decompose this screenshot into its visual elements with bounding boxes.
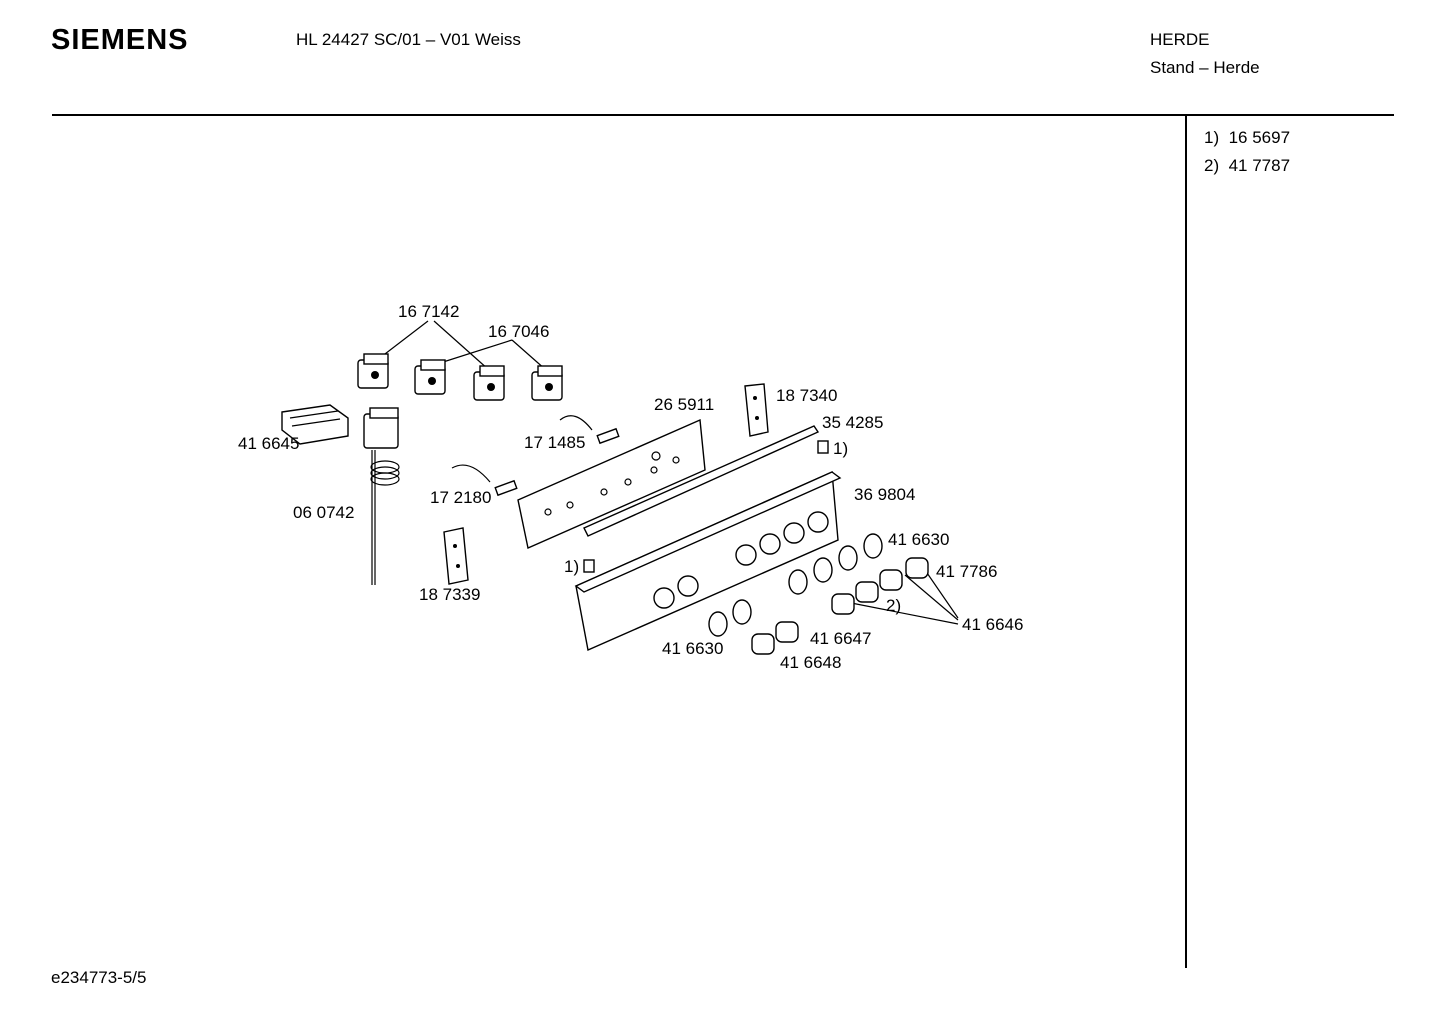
lamp-socket bbox=[559, 415, 620, 445]
part-label: 36 9804 bbox=[854, 485, 915, 504]
sidebar-divider bbox=[1185, 116, 1187, 968]
lamp-socket bbox=[451, 464, 518, 497]
part-label: 16 7142 bbox=[398, 302, 459, 321]
footnote-1: 1) 16 5697 bbox=[1204, 128, 1290, 148]
part-label: 41 7786 bbox=[936, 562, 997, 581]
rotary-switch bbox=[473, 365, 505, 401]
switch-panel bbox=[517, 418, 706, 549]
screw-icon bbox=[583, 559, 595, 573]
footnote-ref: 1) bbox=[833, 439, 848, 458]
part-label: 41 6646 bbox=[962, 615, 1023, 634]
category: HERDE bbox=[1150, 30, 1210, 49]
trim-strip bbox=[583, 425, 820, 537]
subcategory: Stand – Herde bbox=[1150, 58, 1260, 77]
part-label: 41 6648 bbox=[780, 653, 841, 672]
screw-icon bbox=[817, 440, 829, 454]
mounting-bracket bbox=[744, 383, 769, 437]
brand-logo: SIEMENS bbox=[51, 24, 189, 56]
part-label: 16 7046 bbox=[488, 322, 549, 341]
part-label: 41 6645 bbox=[238, 434, 299, 453]
rotary-switch bbox=[531, 365, 563, 401]
part-label: 17 2180 bbox=[430, 488, 491, 507]
footnote-ref: 1) bbox=[564, 557, 579, 576]
control-knob bbox=[751, 557, 929, 655]
rotary-switch bbox=[414, 359, 446, 395]
footnote-marker: 1) bbox=[1204, 128, 1220, 147]
model-title: HL 24427 SC/01 – V01 Weiss bbox=[296, 30, 521, 49]
header-divider bbox=[52, 114, 1394, 116]
part-label: 35 4285 bbox=[822, 413, 883, 432]
control-panel-fascia bbox=[574, 470, 842, 651]
document-id: e234773-5/5 bbox=[51, 968, 147, 987]
knob-ring bbox=[708, 533, 883, 637]
mounting-bracket bbox=[443, 527, 469, 585]
footnote-2: 2) 41 7787 bbox=[1204, 156, 1290, 176]
footnote-part: 41 7787 bbox=[1228, 156, 1291, 175]
part-label: 26 5911 bbox=[654, 395, 714, 414]
part-label: 18 7340 bbox=[776, 386, 837, 405]
part-label: 06 0742 bbox=[293, 503, 354, 522]
rotary-switch bbox=[357, 353, 389, 389]
terminal-block bbox=[281, 404, 349, 445]
footnote-ref: 2) bbox=[886, 596, 901, 615]
part-label: 41 6630 bbox=[662, 639, 723, 658]
thermostat bbox=[363, 407, 400, 585]
part-label: 41 6630 bbox=[888, 530, 949, 549]
part-label: 18 7339 bbox=[419, 585, 480, 604]
footnote-part: 16 5697 bbox=[1228, 128, 1291, 147]
part-label: 17 1485 bbox=[524, 433, 585, 452]
part-label: 41 6647 bbox=[810, 629, 871, 648]
footnote-marker: 2) bbox=[1204, 156, 1220, 175]
